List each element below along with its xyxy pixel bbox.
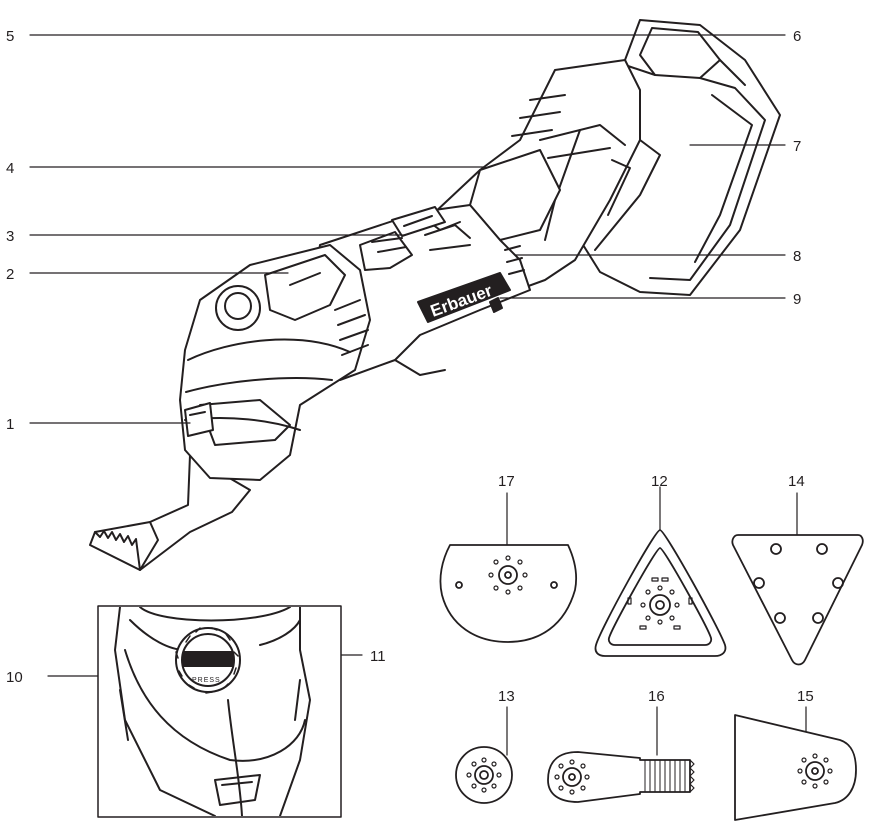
multi-tool-illustration: Erbauer xyxy=(89,19,781,571)
callout-8: 8 xyxy=(793,248,801,265)
callout-labels: 5 6 4 7 3 2 8 9 1 17 12 14 10 11 13 16 1… xyxy=(6,28,814,705)
callout-3: 3 xyxy=(6,228,14,245)
callout-1: 1 xyxy=(6,416,14,433)
callout-4: 4 xyxy=(6,160,14,177)
accessory-12-sanding-pad xyxy=(594,529,727,657)
tool-head xyxy=(179,244,371,481)
callout-9: 9 xyxy=(793,291,801,308)
callout-17: 17 xyxy=(498,473,515,490)
leader-lines xyxy=(29,34,807,756)
accessory-14-sanding-sheet xyxy=(731,534,864,666)
inset-detail: PRESS xyxy=(97,605,342,818)
callout-15: 15 xyxy=(797,688,814,705)
callout-10: 10 xyxy=(6,669,23,686)
inset-press-label: PRESS xyxy=(192,677,221,684)
accessories xyxy=(439,529,864,821)
callout-6: 6 xyxy=(793,28,801,45)
callout-11: 11 xyxy=(370,648,386,665)
callout-14: 14 xyxy=(788,473,805,490)
accessory-16-plunge-blade xyxy=(547,751,695,803)
accessory-15-scraper xyxy=(734,714,857,821)
callout-7: 7 xyxy=(793,138,801,155)
work-light xyxy=(184,402,214,437)
accessory-13-round-blade xyxy=(455,746,513,804)
callout-2: 2 xyxy=(6,266,14,283)
accessory-17-segment-blade xyxy=(439,544,578,643)
saw-blade xyxy=(89,454,251,571)
blade-clamp-lever xyxy=(264,254,346,321)
callout-5: 5 xyxy=(6,28,14,45)
speed-dial xyxy=(359,231,413,271)
on-off-switch xyxy=(391,206,446,237)
callout-16: 16 xyxy=(648,688,665,705)
clamp-button xyxy=(215,285,261,331)
inset-clamp-knob: PRESS xyxy=(175,627,241,694)
callout-13: 13 xyxy=(498,688,515,705)
callout-12: 12 xyxy=(651,473,668,490)
